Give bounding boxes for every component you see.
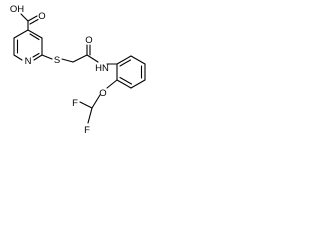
amide-nh-label: HN [95,63,109,74]
thioether-linker [41,54,88,63]
bond [33,54,43,61]
bond [13,29,29,39]
bond [41,54,53,60]
bond [130,55,146,65]
bond [61,58,74,63]
structure-svg: N OH O S O HN [10,4,146,136]
amide-oxygen-label: O [85,35,92,46]
double-bond-inner [119,59,132,67]
bond [20,13,29,22]
molecule-drawing: N OH O S O HN [0,0,159,147]
fluorine-top-label: F [72,98,78,109]
bond [72,54,88,63]
double-bond-inner [119,76,133,85]
bond [87,107,93,124]
acid-oxygen-label: O [38,11,45,22]
double-bond-inner [29,18,39,25]
bond [116,55,132,65]
pyridine-nitrogen-label: N [25,56,32,67]
ether-oxygen-label: O [99,88,106,99]
pyridine-ring [13,29,43,61]
bond [130,79,146,89]
bond [106,79,118,89]
difluoromethoxy-group [79,79,118,124]
hydroxyl-label: OH [10,4,24,15]
sulfur-label: S [54,55,60,66]
benzene-ring [116,55,146,89]
bond [116,79,132,89]
fluorine-bottom-label: F [84,125,90,136]
bond [86,54,99,63]
bond [13,54,23,61]
double-bond-inner [29,33,40,41]
bond [79,101,93,109]
amide-group [86,44,118,65]
bond [27,15,38,22]
bond [91,94,101,109]
bond [27,29,43,39]
carboxylic-acid [20,13,39,31]
double-bond-inner [32,52,40,58]
